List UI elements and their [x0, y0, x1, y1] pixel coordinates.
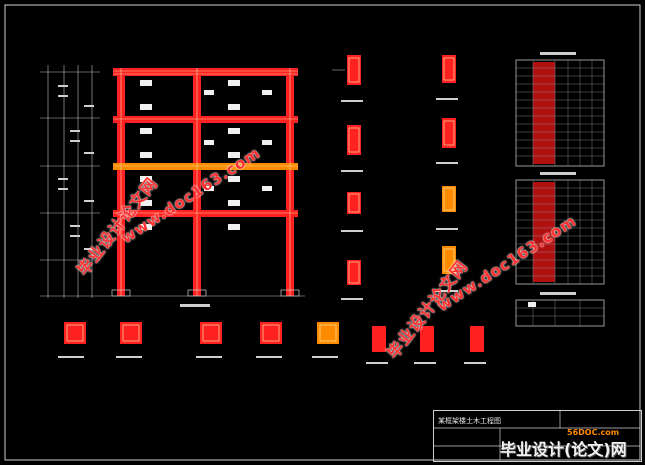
rebar-table-1 [515, 52, 605, 167]
title-block-lines [433, 410, 640, 460]
beam-level-2 [113, 210, 298, 217]
dimension-ticks-left [58, 85, 94, 250]
title-block [433, 410, 642, 462]
beam-roof [113, 68, 298, 76]
beam-sections-bottom [58, 322, 486, 364]
beam-level-4 [113, 116, 298, 123]
drawing-border [4, 4, 641, 461]
drawing-title: 某框架楼土木工程图 [438, 417, 501, 425]
beam-level-3 [113, 163, 298, 170]
column-sections-middle [332, 55, 458, 300]
brand-url: 56DOC.com [567, 428, 620, 437]
brand-logo-text: 毕业设计(论文)网 [500, 440, 627, 459]
dimension-lines-left [40, 65, 100, 298]
rebar-table-2 [515, 172, 605, 285]
frame-elevation [100, 68, 305, 307]
rebar-table-3 [515, 292, 605, 327]
